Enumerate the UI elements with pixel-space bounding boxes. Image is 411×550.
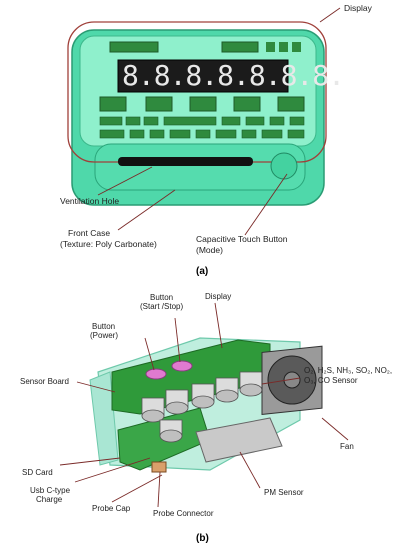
top-indicator-right <box>221 41 259 53</box>
capacitive-touch-button <box>270 152 298 180</box>
button-row <box>99 96 305 112</box>
top-indicator-left <box>109 41 159 53</box>
leader-lines-b <box>59 302 349 508</box>
label-button-power: Button <box>92 322 116 331</box>
label-gas-sensor-2: O₃, CO Sensor <box>304 376 358 385</box>
label-fan: Fan <box>340 442 354 451</box>
caption-a: (a) <box>196 266 209 277</box>
label-probe-cap: Probe Cap <box>92 504 131 513</box>
label-usb: Usb C-type <box>30 486 71 495</box>
indicator-row-1 <box>99 116 305 126</box>
label-button-start-stop: (Start /Stop) <box>140 302 184 311</box>
label-sd-card: SD Card <box>22 468 53 477</box>
label-touch-button-mode: (Mode) <box>196 245 223 255</box>
pm-sensor-block <box>195 417 283 463</box>
fan <box>261 345 323 416</box>
label-ventilation-hole: Ventilation Hole <box>60 196 120 206</box>
probe-connector <box>151 461 167 473</box>
label-touch-button: Capacitive Touch Button <box>196 234 288 244</box>
segment-digits: 8.8.8.8.8.8.8. <box>122 59 345 92</box>
top-dot-2 <box>279 42 288 52</box>
start-stop-button-cap <box>171 360 193 372</box>
segment-display <box>117 59 289 93</box>
label-button-start: Button <box>150 293 174 302</box>
label-display-b: Display <box>205 292 232 301</box>
leader-lines-a <box>97 7 341 236</box>
caption-b: (b) <box>196 533 209 544</box>
label-probe-connector: Probe Connector <box>153 509 214 518</box>
label-button-power-sub: (Power) <box>90 331 119 340</box>
gas-sensor-array <box>141 371 263 443</box>
power-button-cap <box>145 368 167 380</box>
top-dot-1 <box>266 42 275 52</box>
label-front-case-texture: (Texture: Poly Carbonate) <box>60 239 157 249</box>
ventilation-slot <box>118 157 253 166</box>
label-pm-sensor: PM Sensor <box>264 488 304 497</box>
label-display-a: Display <box>344 3 372 13</box>
label-usb-charge: Charge <box>36 495 63 504</box>
label-front-case: Front Case <box>68 228 111 238</box>
indicator-row-2 <box>99 129 305 139</box>
label-sensor-board: Sensor Board <box>20 377 69 386</box>
label-gas-sensor: O₂, H₂S, NH₃, SO₂, NO₂, <box>304 366 393 375</box>
top-dot-3 <box>292 42 301 52</box>
